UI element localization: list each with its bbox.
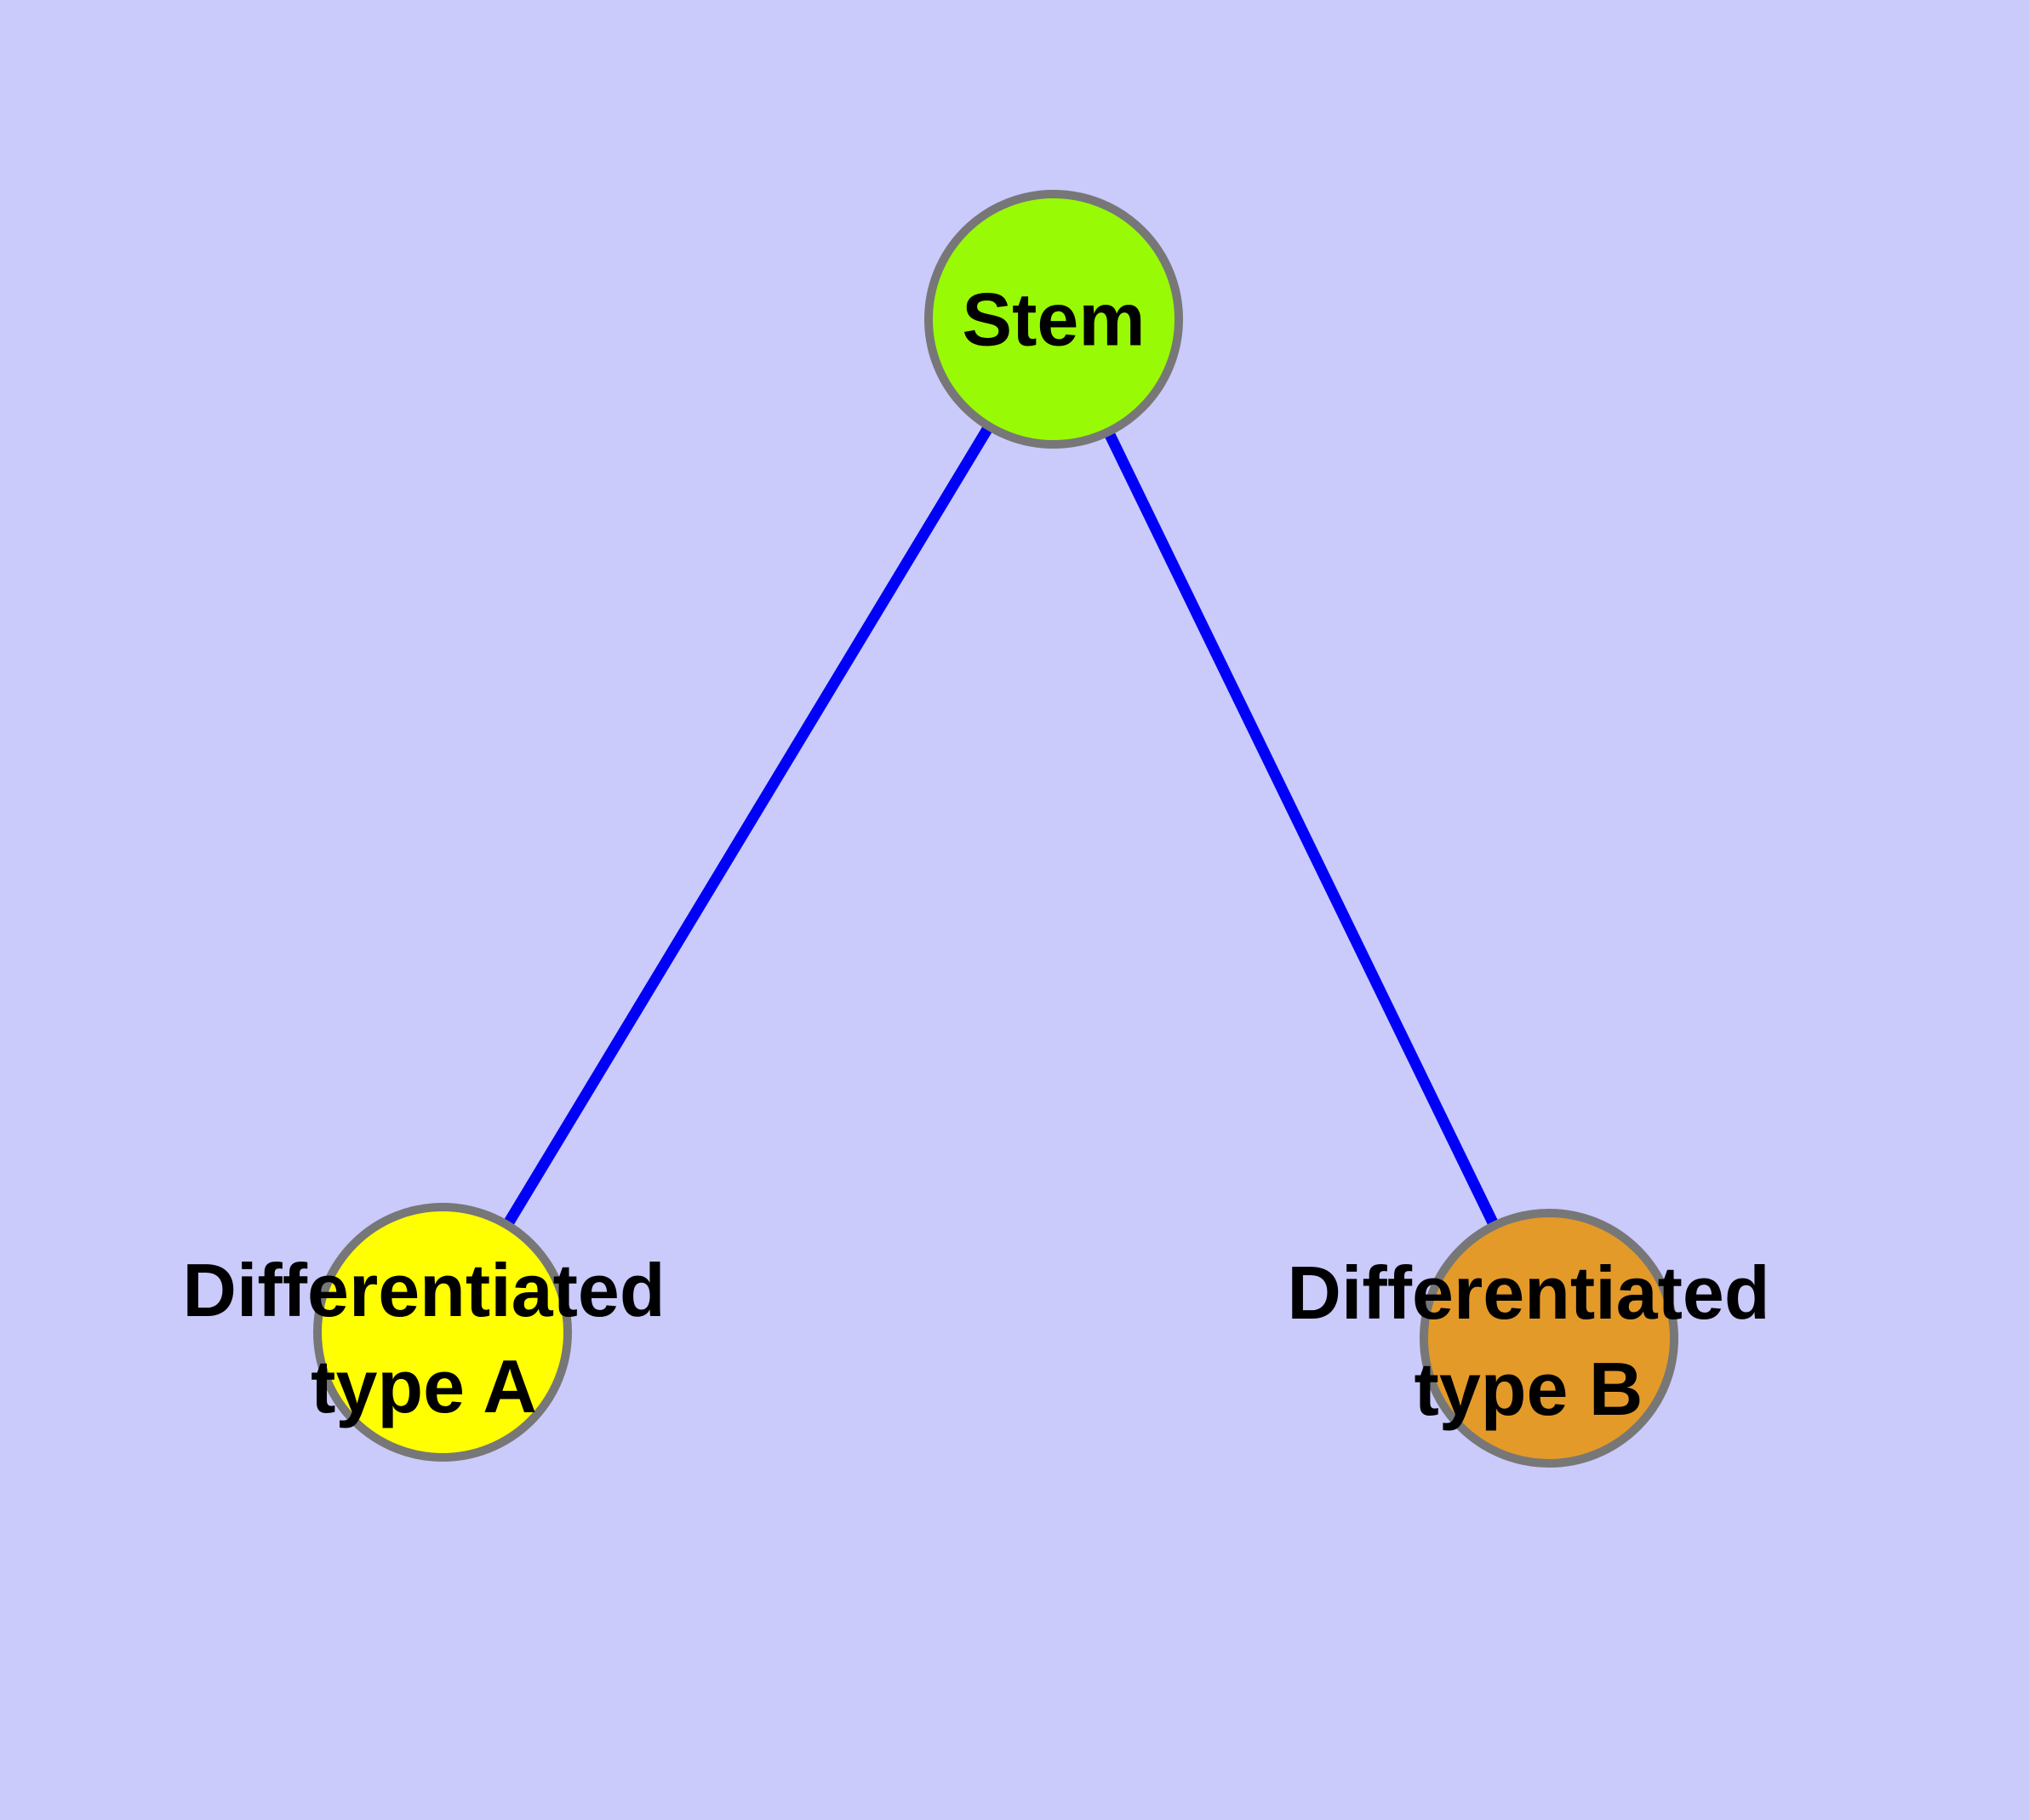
- node-differentiated-type-a-label: Differentiated type A: [182, 1242, 665, 1434]
- node-differentiated-type-a-label-line-1: Differentiated: [182, 1248, 666, 1332]
- node-differentiated-type-b-label-line-2: type B: [1414, 1347, 1643, 1431]
- node-stem-label-text: Stem: [962, 277, 1146, 362]
- node-differentiated-type-b-circle: [1420, 1209, 1678, 1468]
- node-stem-circle: [924, 190, 1183, 449]
- edge-stem-to-type-b: [1049, 317, 1554, 1341]
- node-differentiated-type-b-label-line-1: Differentiated: [1287, 1251, 1770, 1335]
- node-differentiated-type-a-label-line-2: type A: [311, 1344, 537, 1428]
- edge-stem-to-type-a: [437, 316, 1059, 1336]
- node-stem-label: Stem: [962, 272, 1145, 368]
- node-differentiated-type-a-circle: [313, 1203, 572, 1462]
- node-differentiated-type-b-label: Differentiated type B: [1287, 1245, 1769, 1437]
